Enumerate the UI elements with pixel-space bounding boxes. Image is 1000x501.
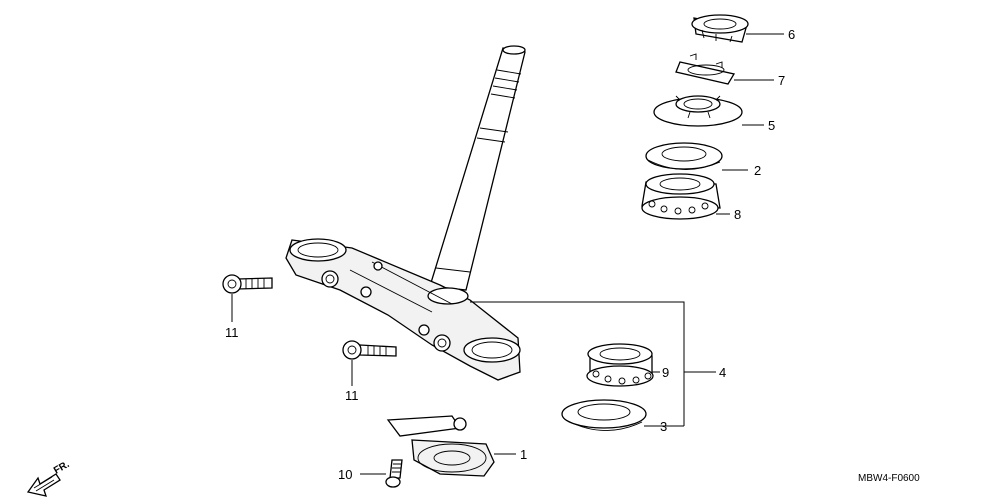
horn-assembly [386, 415, 495, 477]
lock-nut [691, 14, 749, 43]
dust-seal-upper [645, 142, 723, 170]
lower-dust-seal [561, 399, 647, 431]
callout-7: 7 [778, 73, 785, 88]
pinch-bolt-center [342, 340, 397, 360]
callout-5: 5 [768, 118, 775, 133]
callout-9: 9 [662, 365, 669, 380]
callout-10: 10 [338, 467, 352, 482]
front-direction-arrow-icon [26, 473, 61, 497]
callout-8: 8 [734, 207, 741, 222]
horn-mount-bolt [385, 459, 403, 488]
fork-bottom-bridge [285, 238, 521, 381]
leader-lines [231, 33, 784, 475]
diagram-code: MBW4-F0600 [858, 473, 920, 484]
lower-bearing [586, 343, 654, 387]
upper-bearing [641, 173, 721, 220]
callout-11-center: 11 [345, 388, 359, 403]
callout-4: 4 [719, 365, 726, 380]
front-label: FR. [52, 459, 72, 477]
callout-2: 2 [754, 163, 761, 178]
callout-11-left: 11 [225, 325, 239, 340]
callout-3: 3 [660, 419, 667, 434]
callout-6: 6 [788, 27, 795, 42]
lock-washer [675, 53, 736, 85]
callout-1: 1 [520, 447, 527, 462]
steering-stem-shaft [429, 45, 526, 291]
pinch-bolt-left [222, 274, 273, 294]
adjusting-nut [653, 95, 743, 127]
